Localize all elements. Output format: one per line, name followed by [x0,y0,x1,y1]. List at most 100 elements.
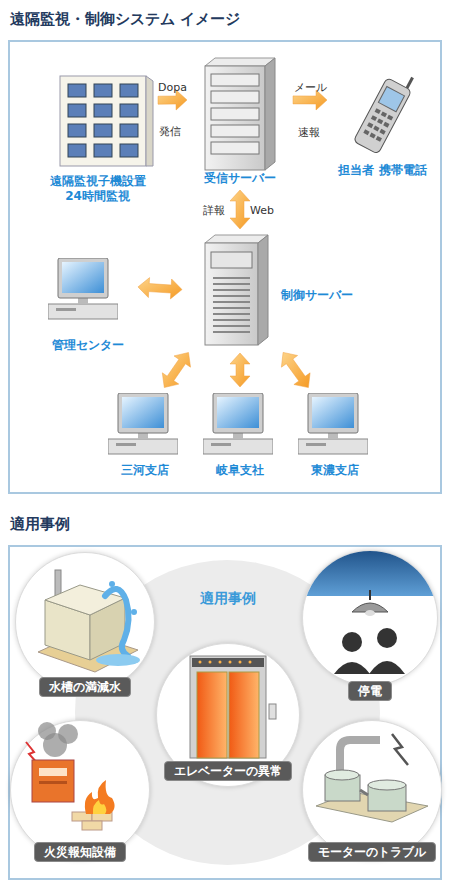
node-label: 管理センター [40,338,135,353]
text-holder: 遠隔監視子機設置 24時間監視 [40,174,155,204]
case-caption: 水槽の満減水 [39,677,131,697]
text-holder: 適用事例 [75,590,380,608]
device-node: 担当者 携帯電話 [330,72,435,180]
text-holder: 受信サーバー [190,171,290,186]
building-icon-part [120,104,138,117]
text-holder: 東濃支店 [295,463,375,478]
computer-icon-part [108,393,178,454]
text-holder: 適用事例 [10,515,438,534]
server-icon-part [211,108,259,120]
phone-icon-part [369,133,375,139]
section-panel: 遠隔監視・制御システム イメージ遠隔監視子機設置 24時間監視受信サーバー担当者… [8,40,442,494]
server-icon-part [211,91,259,103]
phone-icon-part [373,126,379,132]
node-label: 受信サーバー [190,171,290,186]
edge-label: メール [294,79,327,94]
case-caption: エレベーターの異常 [164,761,292,781]
server-icon-part [211,142,259,154]
text-holder: 停電 [302,680,438,701]
text-holder: エレベーターの異常 [156,760,300,781]
phone-icon [353,67,417,154]
case-caption: 停電 [348,681,392,701]
phone-icon-part [379,129,385,135]
node-label: 岐阜支社 [200,463,280,478]
section-heading: 適用事例 [10,515,438,534]
building-icon-part [94,144,112,157]
computer-icon-part [298,393,368,454]
phone-icon-part [371,115,377,121]
note-label: 速報 [298,125,320,140]
text-holder: 火災報知設備 [10,841,150,862]
phone-icon-part [375,108,381,114]
server-icon-part [213,278,250,332]
server-icon-part [211,74,259,86]
device-node: 三河支店 [105,390,185,480]
text-holder: モーターのトラブル [302,841,442,862]
building-icon-part [68,84,86,97]
building-icon-part [120,144,138,157]
edge-label: Dopa [158,81,187,94]
block-arrow [138,278,182,299]
building-icon-part [120,84,138,97]
block-arrow [162,353,190,388]
server-icon-part [205,235,268,243]
building-icon-part [146,76,153,166]
building-icon-part [94,104,112,117]
section-panel: 適用事例適用事例水槽の満減水停電エレベーターの異常火災報知設備モーターのトラブル [8,545,442,880]
server-icon-part [205,243,258,345]
text-holder: 岐阜支社 [200,463,280,478]
server-icon-part [258,235,268,345]
block-arrow [230,353,250,387]
phone-icon-part [376,136,382,142]
server-icon-part [211,125,259,137]
device-node: 制御サーバー [185,232,357,350]
text-holder: 水槽の満減水 [15,676,155,697]
text-holder: 三河支店 [105,463,185,478]
computer-icon-part [48,258,118,319]
server-icon-part [205,58,275,66]
device-node: 岐阜支社 [200,390,280,480]
building-icon-part [68,144,86,157]
building-icon-part [120,124,138,137]
phone-icon-part [353,78,412,155]
computer-icon-part [203,393,273,454]
node-label: 三河支店 [105,463,185,478]
device-node: 遠隔監視子機設置 24時間監視 [40,68,155,208]
text-holder: 管理センター [40,338,135,353]
case-caption: モーターのトラブル [308,842,436,862]
phone-icon-part [383,122,389,128]
server-icon-part [265,58,275,170]
node-label: 東濃支店 [295,463,375,478]
building-icon-part [60,76,146,166]
server-icon [205,58,275,170]
block-arrow [230,190,250,229]
note-label: 発信 [159,124,181,139]
computer-icon [48,258,368,454]
phone-icon-part [377,118,383,124]
section-heading: 遠隔監視・制御システム イメージ [10,10,438,29]
server-icon [205,235,268,345]
text-holder: 担当者 携帯電話 [330,163,435,178]
node-label: 制御サーバー [281,288,357,303]
node-label: 担当者 携帯電話 [330,163,435,178]
phone-icon-part [378,86,404,111]
edge-label: 詳報 [203,202,225,217]
building-icon-part [68,124,86,137]
building-icon [60,76,153,166]
note-label: Web [250,204,274,217]
node-label: 遠隔監視子機設置 24時間監視 [40,174,155,204]
phone-icon-part [387,115,393,121]
building-icon-part [68,104,86,117]
building-icon-part [94,84,112,97]
device-node: 東濃支店 [295,390,375,480]
case-circle: 水槽の満減水 [15,552,155,692]
text-holder: 遠隔監視・制御システム イメージ [10,10,438,29]
phone-icon-part [363,129,369,135]
case-circle: モーターのトラブル [302,720,442,860]
device-node: 受信サーバー [190,55,290,187]
case-caption: 火災報知設備 [34,842,126,862]
case-circle: 火災報知設備 [10,720,150,860]
node-label: 適用事例 [75,590,380,608]
phone-icon-part [367,122,373,128]
